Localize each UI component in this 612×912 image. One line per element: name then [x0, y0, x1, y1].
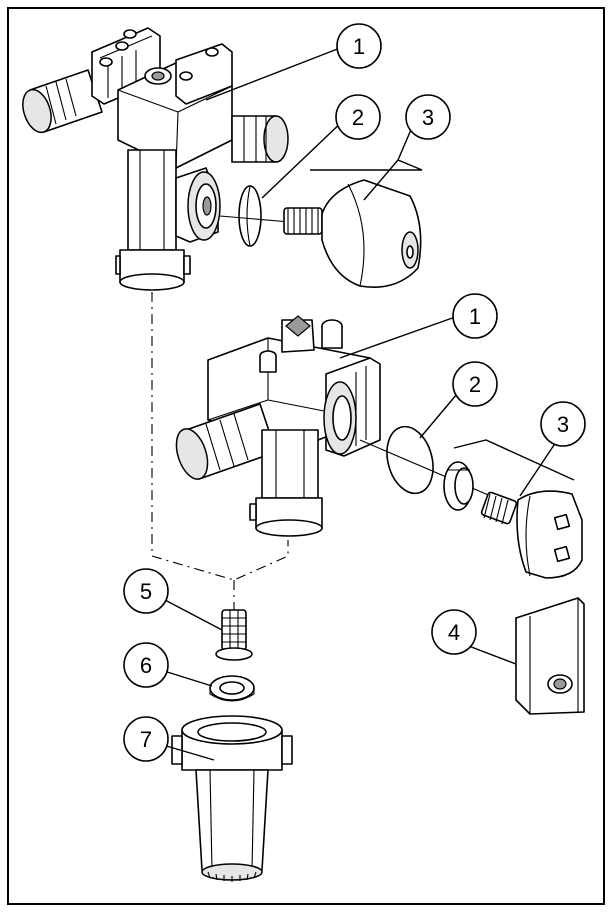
callout-2-lower: 2 — [452, 361, 498, 407]
filter-screen — [215, 609, 253, 661]
washer — [209, 675, 255, 702]
mounting-bracket — [515, 597, 585, 715]
callout-7-label: 7 — [140, 727, 152, 752]
callout-5: 5 — [123, 568, 169, 614]
callout-3-upper-label: 3 — [422, 105, 434, 130]
callout-1-upper-label: 1 — [353, 34, 365, 59]
callout-7: 7 — [123, 716, 169, 762]
callout-1-lower: 1 — [452, 293, 498, 339]
upper-axis-line — [219, 215, 291, 223]
callout-4: 4 — [431, 609, 477, 655]
upper-spring — [283, 207, 323, 235]
callout-3-upper: 3 — [405, 94, 451, 140]
lower-retaining-ring — [443, 461, 474, 511]
lower-axis-line — [359, 439, 501, 501]
lower-cap — [516, 490, 583, 579]
callout-3-lower-label: 3 — [557, 412, 569, 437]
callout-2-upper: 2 — [335, 94, 381, 140]
union-coupling — [171, 715, 293, 882]
callout-1-lower-label: 1 — [469, 304, 481, 329]
upper-valve-body — [22, 27, 289, 291]
upper-cap — [321, 179, 422, 288]
callout-6: 6 — [123, 642, 169, 688]
callout-3-lower: 3 — [540, 401, 586, 447]
lower-diaphragm — [386, 425, 434, 495]
callout-2-upper-label: 2 — [352, 105, 364, 130]
callout-4-label: 4 — [448, 620, 460, 645]
upper-diaphragm — [238, 185, 262, 247]
lower-valve-body — [175, 315, 381, 537]
callout-1-upper: 1 — [336, 23, 382, 69]
callout-6-label: 6 — [140, 653, 152, 678]
assembly-dash-lines — [151, 292, 289, 610]
lower-spring — [480, 491, 518, 525]
callout-2-lower-label: 2 — [469, 372, 481, 397]
callout-5-label: 5 — [140, 579, 152, 604]
